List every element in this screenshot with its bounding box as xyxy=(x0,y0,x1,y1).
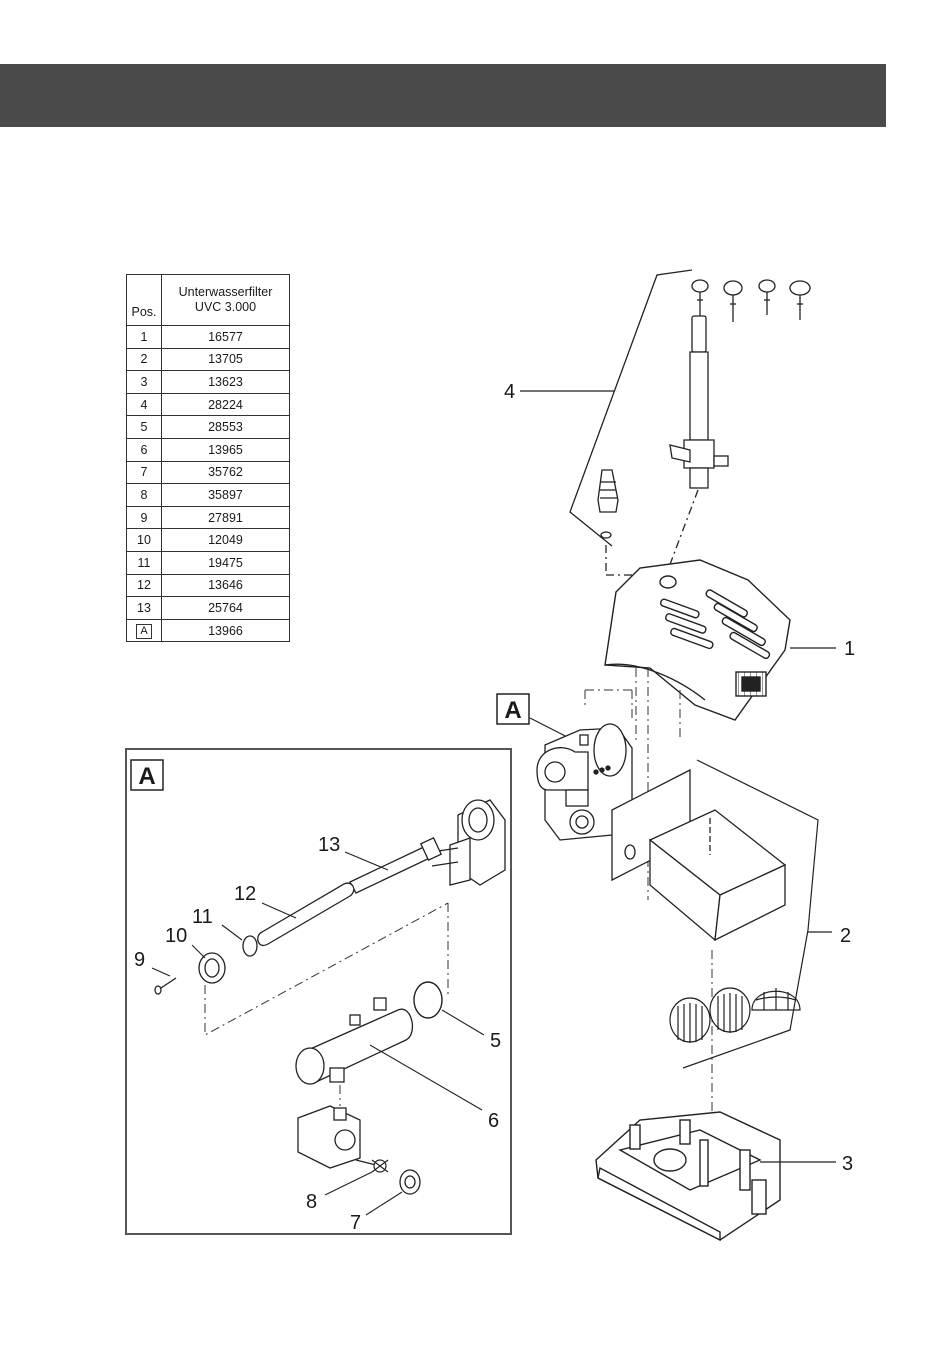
lamp-socket-housing xyxy=(432,800,505,885)
bio-balls xyxy=(670,988,800,1043)
filter-base xyxy=(596,1112,780,1240)
detail-a-callout-label: A xyxy=(504,697,521,724)
uvc-lamp xyxy=(350,838,441,893)
bio-ball xyxy=(670,998,710,1043)
pump-cover xyxy=(400,1170,420,1194)
screw xyxy=(155,978,176,994)
position-label-3: 3 xyxy=(842,1153,853,1175)
position-label-4: 4 xyxy=(504,381,515,403)
quartz-glass-tube xyxy=(258,883,354,945)
detail-label-8: 8 xyxy=(306,1191,317,1213)
fountain-nozzle xyxy=(759,280,775,315)
detail-label-6: 6 xyxy=(488,1110,499,1132)
telescopic-pipe xyxy=(670,316,728,488)
bio-ball xyxy=(710,988,750,1033)
fountain-nozzle xyxy=(790,281,810,320)
detail-frame-a-label: A xyxy=(138,763,155,790)
detail-label-7: 7 xyxy=(350,1212,361,1234)
union-nut xyxy=(199,953,225,983)
bio-ball-cage xyxy=(752,988,800,1010)
fountain-nozzle xyxy=(724,281,742,322)
fountain-nozzle xyxy=(692,280,708,318)
impeller xyxy=(356,1160,388,1172)
o-ring-large xyxy=(414,982,442,1018)
position-label-2: 2 xyxy=(840,925,851,947)
pump-housing xyxy=(298,1106,360,1168)
fountain-attachment-set xyxy=(570,270,810,575)
detail-label-11: 11 xyxy=(192,906,213,928)
filter-cover xyxy=(605,560,790,720)
position-label-1: 1 xyxy=(844,638,855,660)
o-ring-small xyxy=(243,936,257,956)
detail-label-12: 12 xyxy=(234,883,256,905)
hose-adapter xyxy=(598,470,618,538)
detail-label-5: 5 xyxy=(490,1030,501,1052)
detail-label-13: 13 xyxy=(318,834,340,856)
uvc-housing xyxy=(296,998,412,1084)
detail-label-10: 10 xyxy=(165,925,187,947)
detail-label-9: 9 xyxy=(134,949,145,971)
